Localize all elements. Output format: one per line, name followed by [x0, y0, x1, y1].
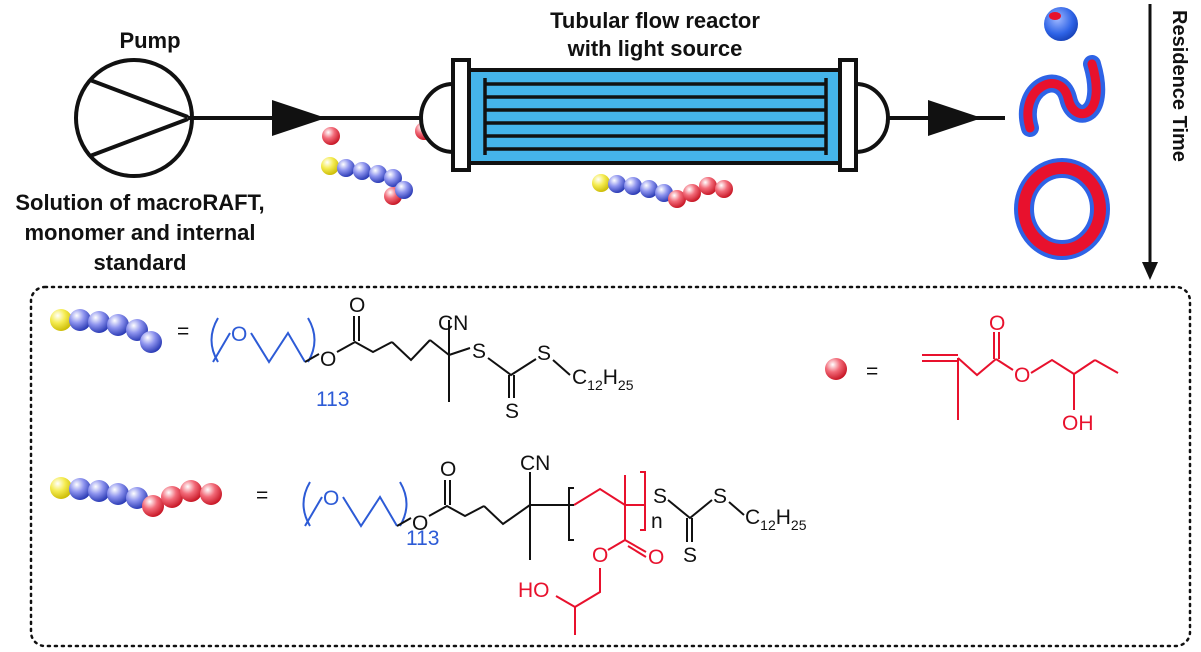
legend-equals-copolymer: =	[256, 484, 268, 507]
block-copolymer-structure: O 113 O O CN n O O HO S S	[302, 452, 807, 635]
legend-macroraft-beads	[50, 309, 162, 353]
copolymer-chain-h: H	[776, 506, 791, 529]
spherical-micelle	[1044, 7, 1078, 41]
reactor-block-copolymer-chain	[592, 174, 733, 208]
tubular-flow-reactor	[419, 58, 890, 172]
macroraft-ester-oxygen: O	[320, 348, 336, 371]
copolymer-repeat-n: n	[651, 510, 663, 533]
residence-time-label: Residence Time	[1168, 10, 1190, 162]
macroraft-peg-repeat: 113	[316, 388, 349, 411]
copolymer-s1: S	[653, 485, 667, 508]
copolymer-chain-sub2: 25	[791, 517, 807, 533]
copolymer-s3: S	[713, 485, 727, 508]
monomer-carbonyl-oxygen: O	[989, 312, 1005, 335]
solution-label-line1: Solution of macroRAFT,	[15, 190, 264, 215]
copolymer-side-hydroxyl: HO	[518, 579, 550, 602]
monomer-hydroxyl: OH	[1062, 412, 1094, 435]
legend-block-copolymer-beads	[50, 477, 222, 517]
solution-label-line2: monomer and internal	[24, 220, 255, 245]
macroraft-cn: CN	[438, 312, 468, 335]
pump-label: Pump	[119, 28, 180, 53]
copolymer-side-ester-oxygen: O	[592, 544, 608, 567]
macroraft-carbonyl-oxygen: O	[349, 294, 365, 317]
copolymer-carbonyl-oxygen: O	[440, 458, 456, 481]
outlet-flow-line	[888, 100, 1005, 136]
vesicle	[1014, 158, 1110, 260]
legend-monomer-bead	[825, 358, 847, 380]
macroraft-s2: S	[505, 400, 519, 423]
copolymer-side-carbonyl-oxygen: O	[648, 546, 664, 569]
copolymer-chain-c: C	[745, 506, 760, 529]
macroraft-s3: S	[537, 342, 551, 365]
worm-micelle	[1019, 55, 1106, 137]
inlet-flow-line	[188, 100, 425, 136]
legend-box	[29, 285, 1192, 648]
copolymer-cn: CN	[520, 452, 550, 475]
copolymer-peg-oxygen: O	[323, 487, 339, 510]
copolymer-chain-sub1: 12	[760, 517, 776, 533]
copolymer-ester-oxygen: O	[412, 512, 428, 535]
legend-equals-macroraft: =	[177, 320, 189, 343]
hpma-monomer-structure: O O OH	[922, 312, 1119, 435]
residence-time-arrow	[1142, 4, 1158, 280]
macroraft-structure: O 113 O O CN S S S C12H25	[210, 294, 634, 423]
pump-symbol	[74, 58, 194, 178]
macroraft-chain-h: H	[603, 366, 618, 389]
macroraft-s1: S	[472, 340, 486, 363]
macroraft-chain-sub2: 25	[618, 377, 634, 393]
reactor-label-line2: with light source	[567, 36, 743, 61]
legend-equals-monomer: =	[866, 360, 878, 383]
svg-text:C12H25: C12H25	[745, 506, 807, 533]
solution-label-line3: standard	[94, 250, 187, 275]
macroraft-chain-c: C	[572, 366, 587, 389]
inlet-macroraft-chain	[321, 157, 413, 199]
copolymer-peg-repeat: 113	[406, 527, 439, 550]
macroraft-chain-sub1: 12	[587, 377, 603, 393]
copolymer-s2: S	[683, 544, 697, 567]
monomer-ester-oxygen: O	[1014, 364, 1030, 387]
svg-text:C12H25: C12H25	[572, 366, 634, 393]
reactor-label-line1: Tubular flow reactor	[550, 8, 760, 33]
macroraft-peg-oxygen: O	[231, 323, 247, 346]
